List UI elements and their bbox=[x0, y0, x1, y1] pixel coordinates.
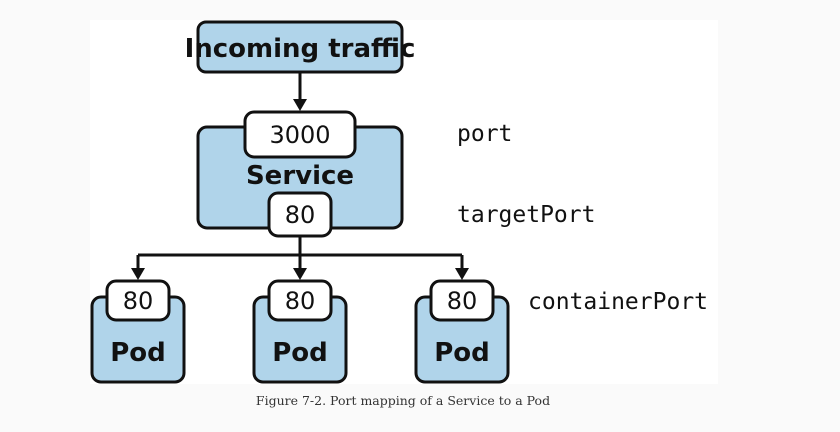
figure-frame bbox=[90, 20, 718, 384]
pod-1-port-value: 80 bbox=[123, 287, 154, 315]
figure-caption: Figure 7-2. Port mapping of a Service to… bbox=[255, 393, 551, 408]
port-label: port bbox=[457, 121, 512, 147]
service-target-port-value: 80 bbox=[285, 201, 316, 229]
pod-2-label: Pod bbox=[272, 338, 328, 368]
incoming-traffic-label: Incoming traffic bbox=[185, 34, 416, 64]
pod-3-arrowhead bbox=[455, 268, 469, 280]
service-port-value: 3000 bbox=[269, 121, 330, 149]
traffic-to-service-arrowhead bbox=[293, 99, 307, 111]
pod-2-port-value: 80 bbox=[285, 287, 316, 315]
pod-3-port-value: 80 bbox=[447, 287, 478, 315]
incoming-traffic-box: Incoming traffic bbox=[185, 20, 416, 74]
service-label: Service bbox=[246, 161, 354, 191]
pod-2-arrowhead bbox=[293, 268, 307, 280]
target-port-label: targetPort bbox=[457, 202, 595, 228]
pod-box-3: Pod 80 bbox=[414, 279, 510, 384]
pod-1-arrowhead bbox=[131, 268, 145, 280]
pod-box-2: Pod 80 bbox=[252, 279, 348, 384]
container-port-label: containerPort bbox=[528, 289, 708, 315]
service-target-port-box: 80 bbox=[267, 191, 333, 238]
service-port-box: 3000 bbox=[243, 110, 357, 159]
pod-3-label: Pod bbox=[434, 338, 490, 368]
pod-1-label: Pod bbox=[110, 338, 166, 368]
pod-box-1: Pod 80 bbox=[90, 279, 186, 384]
